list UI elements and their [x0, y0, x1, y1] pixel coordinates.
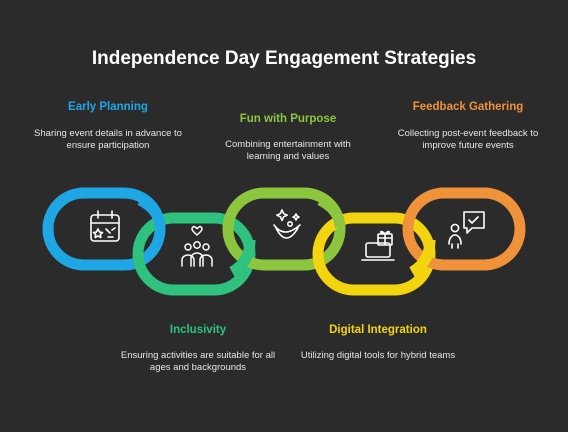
chain-overlap-green — [229, 239, 256, 277]
person-feedback-icon — [448, 211, 485, 249]
step-desc-feedback-gathering: Collecting post-event feedback to improv… — [397, 128, 539, 151]
step-desc-inclusivity: Ensuring activities are suitable for all… — [120, 350, 276, 373]
chain-link-feedback-gathering — [402, 187, 526, 271]
step-title-early-planning: Early Planning — [68, 101, 148, 113]
step-desc-fun-with-purpose: Combining entertainment with learning an… — [225, 139, 351, 162]
group-heart-icon — [181, 225, 213, 267]
page-title: Independence Day Engagement Strategies — [91, 48, 477, 69]
chain-link-early-planning — [42, 187, 166, 271]
step-title-digital-integration: Digital Integration — [329, 324, 427, 336]
calendar-icon — [90, 210, 120, 242]
step-desc-early-planning: Sharing event details in advance to ensu… — [34, 128, 182, 151]
chain-overlap-blue — [137, 195, 166, 229]
laptop-gift-icon — [361, 230, 395, 261]
step-title-inclusivity: Inclusivity — [169, 324, 227, 336]
step-title-fun-with-purpose: Fun with Purpose — [239, 113, 337, 125]
smile-sparkle-icon — [273, 209, 301, 239]
chain-overlap-lime — [317, 195, 346, 229]
step-desc-digital-integration: Utilizing digital tools for hybrid teams — [300, 350, 456, 361]
step-title-feedback-gathering: Feedback Gathering — [412, 101, 524, 113]
chain-overlap-yellow — [409, 239, 436, 277]
chain-link-fun-with-purpose — [222, 187, 346, 271]
